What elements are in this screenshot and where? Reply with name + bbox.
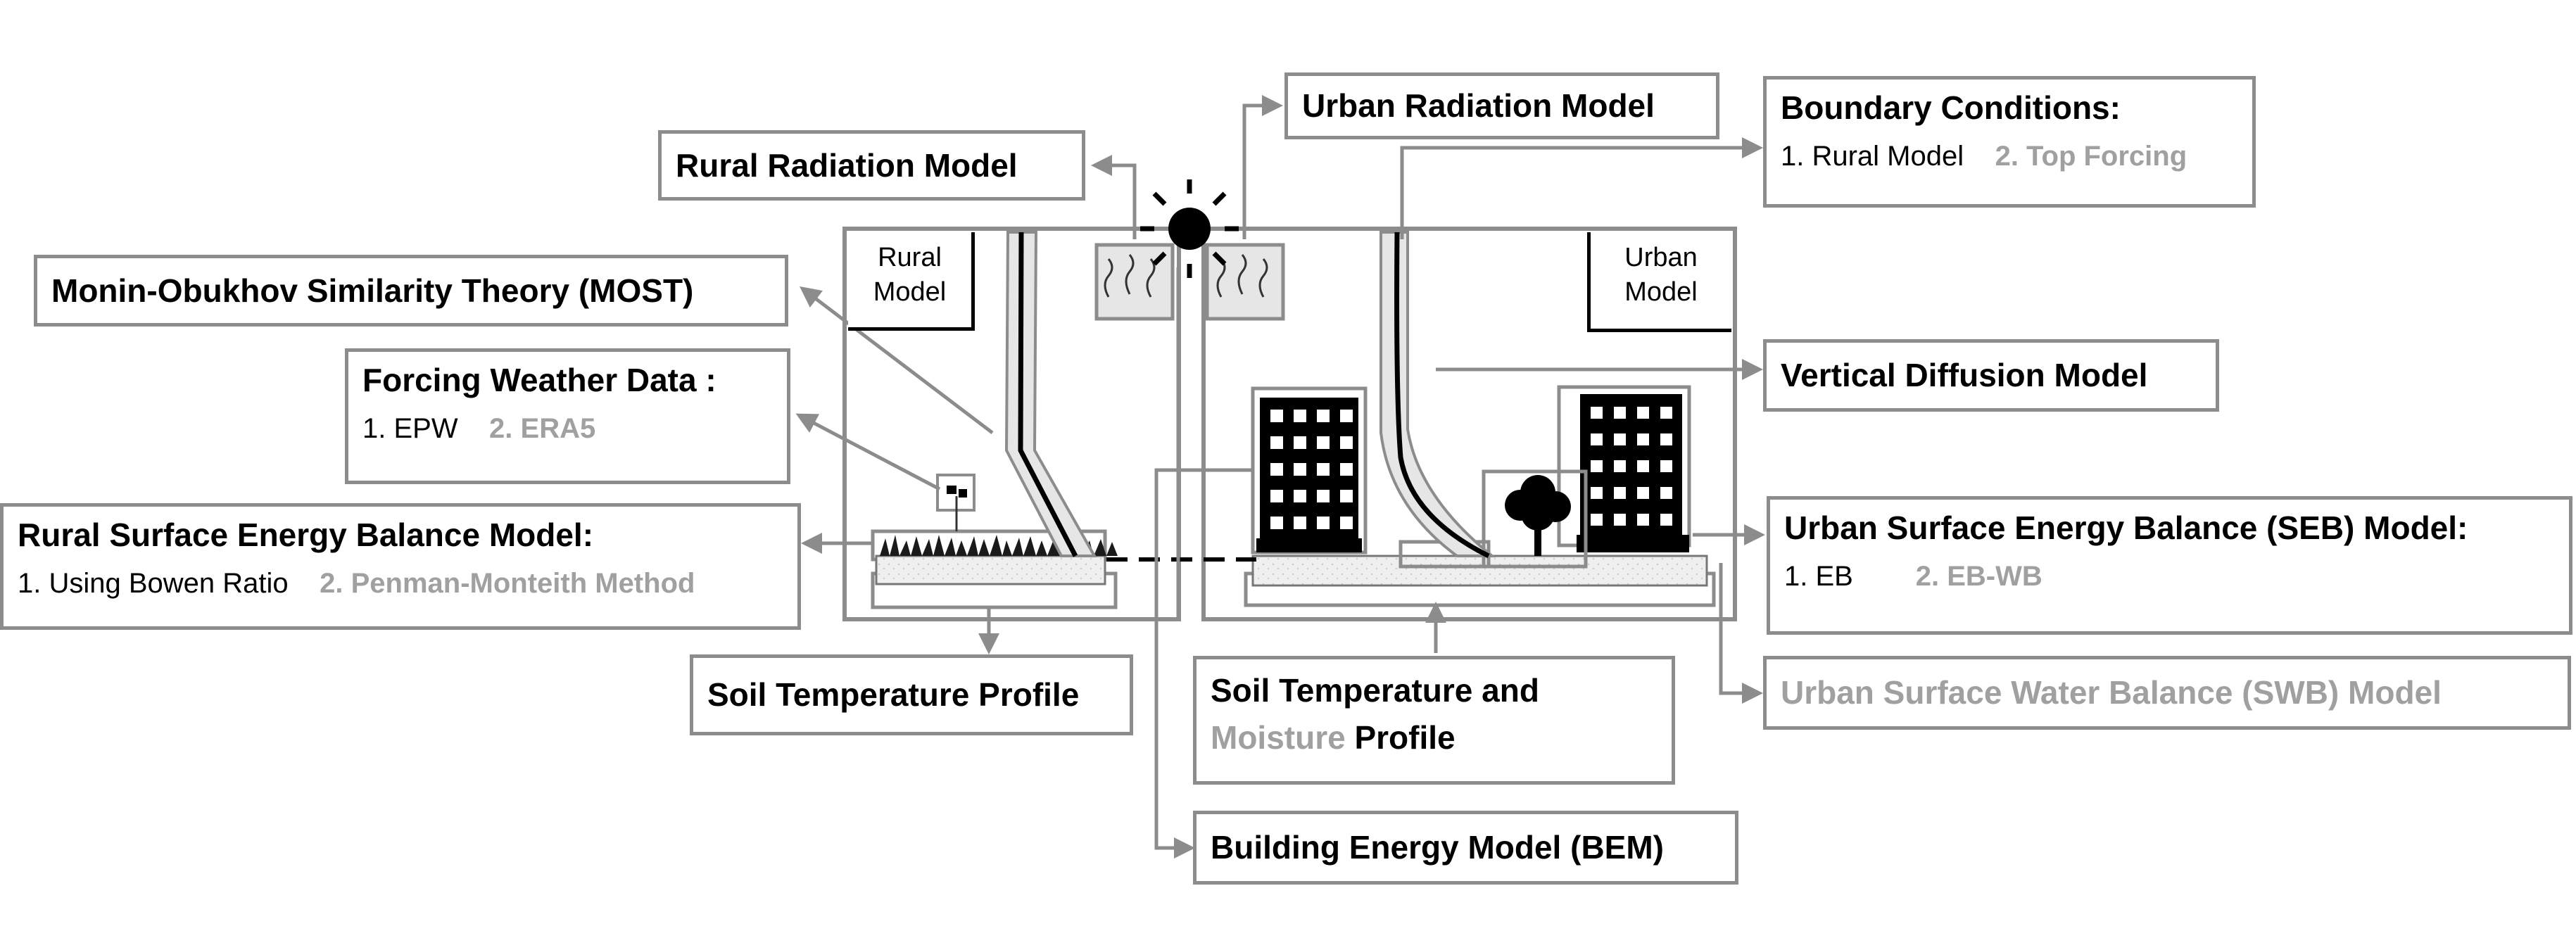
rural-radiation-model-box: Rural Radiation Model (658, 130, 1085, 201)
boundary-conditions-option-1: 1. Rural Model (1781, 140, 1964, 172)
urban-ground (1244, 555, 1716, 607)
connector-boundary-conditions (1400, 137, 1763, 239)
urban-seb-title: Urban Surface Energy Balance (SEB) Model… (1784, 509, 2468, 546)
boundary-conditions-option-2: 2. Top Forcing (1995, 140, 2187, 172)
tree-icon (1399, 469, 1588, 569)
rural-seb-box: Rural Surface Energy Balance Model: 1. U… (0, 503, 801, 630)
rural-vertical-profile (1004, 231, 1097, 557)
soil-temp-moisture-line1: Soil Temperature and (1211, 672, 1539, 709)
forcing-weather-data-title: Forcing Weather Data : (362, 362, 716, 398)
rural-model-tag-line1: Rural (878, 243, 942, 272)
urban-model-tag: Urban Model (1587, 232, 1731, 332)
urban-seb-option-2: 2. EB-WB (1915, 560, 2043, 592)
forcing-weather-data-box: Forcing Weather Data : 1. EPW 2. ERA5 (345, 348, 790, 484)
vertical-diffusion-model-box: Vertical Diffusion Model (1763, 339, 2219, 412)
rural-seb-option-1: 1. Using Bowen Ratio (18, 567, 289, 599)
sun-icon (1140, 179, 1239, 278)
urban-seb-box: Urban Surface Energy Balance (SEB) Model… (1767, 496, 2572, 635)
boundary-conditions-options: 1. Rural Model 2. Top Forcing (1781, 139, 2238, 173)
boundary-conditions-box: Boundary Conditions: 1. Rural Model 2. T… (1763, 76, 2256, 208)
building-2 (1557, 385, 1691, 552)
most-box: Monin-Obukhov Similarity Theory (MOST) (34, 255, 788, 327)
rural-seb-title: Rural Surface Energy Balance Model: (18, 517, 594, 553)
bem-label: Building Energy Model (BEM) (1211, 829, 1664, 866)
vertical-diffusion-model-label: Vertical Diffusion Model (1781, 357, 2148, 394)
soil-temp-moisture-box: Soil Temperature and Moisture Profile (1193, 656, 1675, 785)
urban-model-tag-line1: Urban (1624, 243, 1698, 272)
soil-temperature-profile-box: Soil Temperature Profile (690, 654, 1133, 735)
rural-model-tag-line2: Model (873, 277, 947, 308)
forcing-weather-option-1: 1. EPW (362, 412, 458, 444)
rural-model-tag: Rural Model (848, 232, 975, 331)
connector-urban-swb (1719, 563, 1763, 704)
building-1 (1251, 386, 1368, 555)
most-label: Monin-Obukhov Similarity Theory (MOST) (51, 272, 694, 309)
bem-box: Building Energy Model (BEM) (1193, 811, 1738, 885)
urban-radiation-model-box: Urban Radiation Model (1284, 72, 1719, 139)
connector-rural-radiation (1091, 155, 1137, 239)
connector-bem (1154, 468, 1253, 859)
urban-seb-option-1: 1. EB (1784, 560, 1853, 592)
rural-radiation-model-label: Rural Radiation Model (676, 146, 1018, 184)
urban-vertical-profile (1379, 231, 1496, 559)
soil-temp-moisture-line2: Moisture Profile (1211, 719, 1658, 756)
connector-urban-radiation (1242, 95, 1283, 239)
forcing-weather-data-options: 1. EPW 2. ERA5 (362, 412, 773, 445)
urban-domain-box (1201, 227, 1737, 621)
boundary-conditions-title: Boundary Conditions: (1781, 89, 2121, 126)
soil-temperature-profile-label: Soil Temperature Profile (707, 676, 1080, 714)
soil-profile-word: Profile (1345, 718, 1456, 756)
soil-moisture-word: Moisture (1211, 718, 1346, 756)
connector-most (800, 286, 994, 434)
urban-model-tag-line2: Model (1624, 277, 1698, 308)
forcing-weather-option-2: 2. ERA5 (489, 412, 596, 444)
rural-seb-options: 1. Using Bowen Ratio 2. Penman-Monteith … (18, 566, 783, 600)
urban-swb-label: Urban Surface Water Balance (SWB) Model (1781, 674, 2442, 711)
rural-seb-option-2: 2. Penman-Monteith Method (320, 567, 695, 599)
connector-forcing-weather (795, 413, 941, 491)
weather-station-icon (936, 474, 976, 531)
urban-radiation-model-label: Urban Radiation Model (1302, 87, 1655, 125)
urban-swb-box: Urban Surface Water Balance (SWB) Model (1763, 656, 2571, 730)
urban-seb-options: 1. EB 2. EB-WB (1784, 559, 2555, 593)
connectors (795, 95, 1765, 859)
